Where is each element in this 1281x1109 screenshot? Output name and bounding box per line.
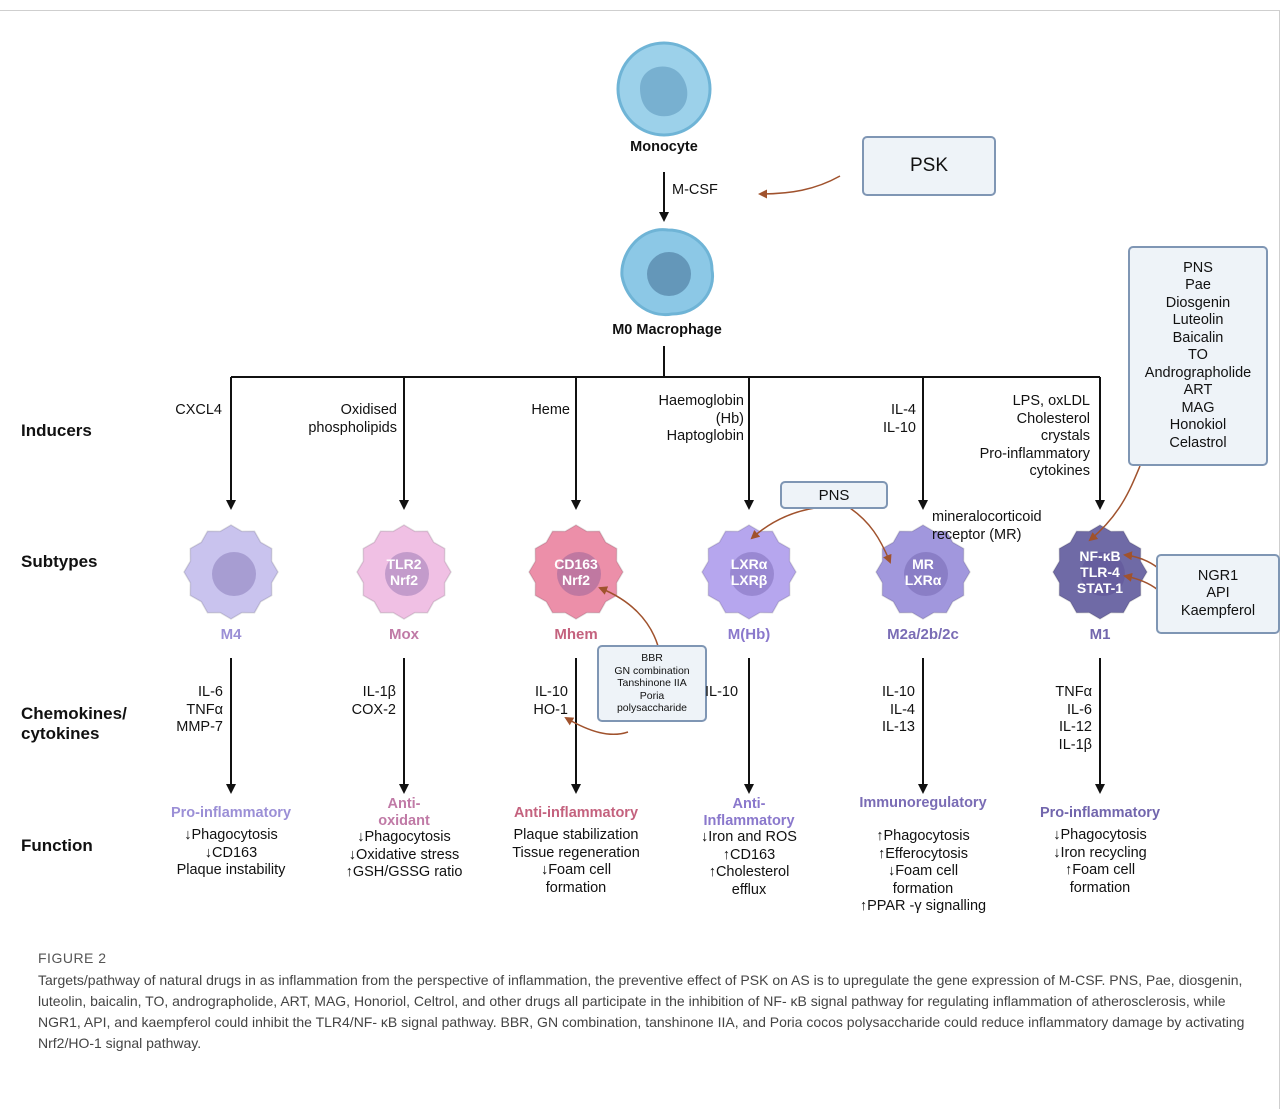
inducer-mhb: Haemoglobin (Hb) Haptoglobin bbox=[658, 393, 744, 444]
subtype-label-mhem: Mhem bbox=[554, 626, 598, 643]
pns-box: PNS bbox=[780, 481, 888, 509]
pns-arrow-mr bbox=[849, 507, 892, 564]
function-title-mox: Anti- oxidant bbox=[378, 796, 430, 829]
function-text-mox: ↓Phagocytosis ↓Oxidative stress ↑GSH/GSS… bbox=[345, 829, 463, 880]
caption-text: Targets/pathway of natural drugs in as i… bbox=[38, 972, 1245, 1051]
subtype-cell-m1 bbox=[1052, 524, 1148, 620]
tlr4-drug-box: NGR1 API Kaempferol bbox=[1156, 554, 1280, 634]
function-title-mhem: Anti-inflammatory bbox=[513, 805, 639, 821]
cell-markers-mhem: CD163 Nrf2 bbox=[554, 556, 598, 588]
inducer-mox: Oxidised phospholipids bbox=[308, 402, 397, 436]
caption-label: FIGURE 2 bbox=[38, 950, 107, 966]
function-text-m1: ↓Phagocytosis ↓Iron recycling ↑Foam cell… bbox=[1053, 827, 1147, 896]
pns-arrow-lxr bbox=[750, 507, 816, 540]
inducer-m2: IL-4 IL-10 bbox=[882, 402, 916, 436]
subtype-label-m4: M4 bbox=[220, 626, 242, 643]
row-label-chemokines: Chemokines/ cytokines bbox=[21, 704, 127, 743]
function-text-mhem: Plaque stabilization Tissue regeneration… bbox=[512, 827, 640, 896]
cytokines-m4: IL-6 TNFα MMP-7 bbox=[176, 684, 223, 735]
subtype-cell-m2 bbox=[875, 524, 971, 620]
cytokines-mhem: IL-10 HO-1 bbox=[533, 684, 568, 718]
macrophage-cell bbox=[620, 228, 715, 317]
nrf2-drug-box: BBR GN combination Tanshinone IIA Poria … bbox=[597, 645, 707, 722]
row-label-function: Function bbox=[21, 836, 93, 855]
function-title-m4: Pro-inflammatory bbox=[170, 805, 292, 821]
function-text-mhb: ↓Iron and ROS ↑CD163 ↑Cholesterol efflux bbox=[701, 829, 797, 898]
row-label-inducers: Inducers bbox=[21, 421, 92, 440]
cytokines-m2: IL-10 IL-4 IL-13 bbox=[881, 684, 915, 735]
nfkb-drug-box: PNS Pae Diosgenin Luteolin Baicalin TO A… bbox=[1128, 246, 1268, 466]
ho1-drug-arrow bbox=[564, 716, 629, 736]
row-label-subtypes: Subtypes bbox=[21, 552, 98, 571]
subtype-cell-m4 bbox=[183, 524, 279, 620]
subtype-label-mhb: M(Hb) bbox=[727, 626, 771, 643]
cell-markers-m1: NF-κB TLR-4 STAT-1 bbox=[1076, 548, 1124, 596]
subtype-label-m1: M1 bbox=[1089, 626, 1111, 643]
monocyte-label: Monocyte bbox=[630, 139, 698, 155]
function-text-m2: ↑Phagocytosis ↑Efferocytosis ↓Foam cell … bbox=[859, 828, 987, 914]
inducer-mhem: Heme bbox=[531, 402, 570, 418]
cytokines-mox: IL-1β COX-2 bbox=[351, 684, 396, 718]
cell-markers-mhb: LXRα LXRβ bbox=[730, 556, 768, 588]
inducer-m1: LPS, oxLDL Cholesterol crystals Pro-infl… bbox=[979, 393, 1090, 479]
subtype-cell-mhem bbox=[528, 524, 624, 620]
cell-markers-m2: MR LXRα bbox=[904, 556, 942, 588]
psk-arrow bbox=[758, 175, 841, 199]
function-title-mhb: Anti- Inflammatory bbox=[703, 796, 795, 829]
function-title-m1: Pro-inflammatory bbox=[1039, 805, 1161, 821]
tlr4-drug-arrow-1 bbox=[1123, 551, 1159, 569]
nfkb-drug-arrow bbox=[1088, 465, 1141, 542]
subtype-cell-mox bbox=[356, 524, 452, 620]
mcsf-label: M-CSF bbox=[672, 182, 718, 198]
nrf2-drug-arrow bbox=[598, 586, 659, 647]
inducer-m4: CXCL4 bbox=[175, 402, 222, 418]
subtype-label-m2: M2a/2b/2c bbox=[887, 626, 959, 643]
function-title-m2: Immunoregulatory bbox=[859, 795, 987, 811]
mr-note: mineralocorticoid receptor (MR) bbox=[932, 509, 1042, 543]
cytokines-m1: TNFα IL-6 IL-12 IL-1β bbox=[1055, 684, 1092, 753]
psk-box: PSK bbox=[862, 136, 996, 196]
monocyte-cell bbox=[616, 41, 712, 137]
subtype-cell-mhb bbox=[701, 524, 797, 620]
function-text-m4: ↓Phagocytosis ↓CD163 Plaque instability bbox=[176, 827, 286, 878]
cell-markers-mox: TLR2 Nrf2 bbox=[386, 556, 422, 588]
macrophage-label: M0 Macrophage bbox=[612, 322, 722, 338]
tlr4-drug-arrow-2 bbox=[1123, 572, 1159, 591]
subtype-label-mox: Mox bbox=[389, 626, 419, 643]
cytokines-mhb: IL-10 bbox=[705, 684, 739, 700]
